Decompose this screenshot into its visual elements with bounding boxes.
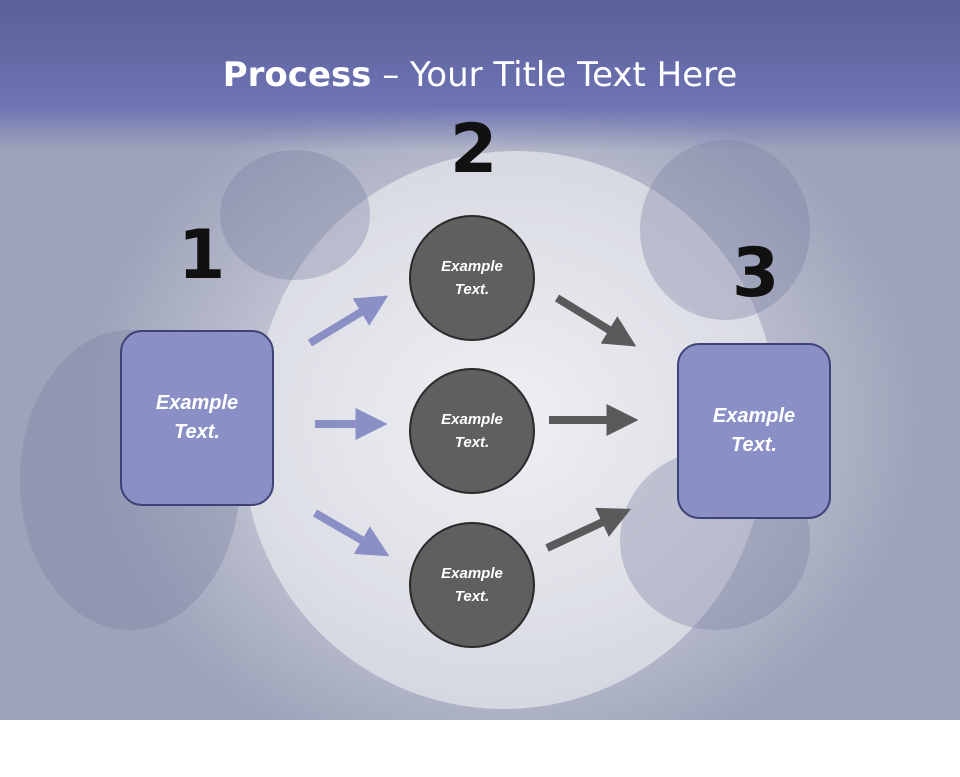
step-number-2: 2: [450, 110, 498, 189]
title-bold: Process: [222, 55, 372, 95]
circle-bottom-text: Example Text.: [441, 565, 503, 605]
arrow-left-to-top: [307, 295, 389, 347]
arrows-layer: [307, 294, 639, 557]
circle-middle[interactable]: Example Text.: [409, 368, 535, 494]
slide-title: Process – Your Title Text Here: [0, 55, 960, 95]
step-number-1: 1: [178, 216, 226, 295]
left-box-text: Example Text.: [155, 392, 239, 443]
header-band: [0, 0, 960, 150]
circle-bottom[interactable]: Example Text.: [409, 522, 535, 648]
circle-top-text: Example Text.: [441, 258, 503, 298]
arrow-top-to-right: [554, 294, 637, 347]
step-number-3: 3: [732, 234, 780, 313]
right-box-text: Example Text.: [712, 405, 796, 456]
person-top-left: [220, 150, 370, 280]
arrow-left-to-bottom: [312, 509, 390, 557]
circle-middle-text: Example Text.: [441, 411, 503, 451]
right-box[interactable]: Example Text.: [677, 343, 831, 519]
person-top-right: [640, 140, 810, 320]
left-box[interactable]: Example Text.: [120, 330, 274, 506]
circle-top[interactable]: Example Text.: [409, 215, 535, 341]
title-rest: – Your Title Text Here: [371, 55, 738, 95]
arrow-bottom-to-right: [545, 507, 632, 552]
